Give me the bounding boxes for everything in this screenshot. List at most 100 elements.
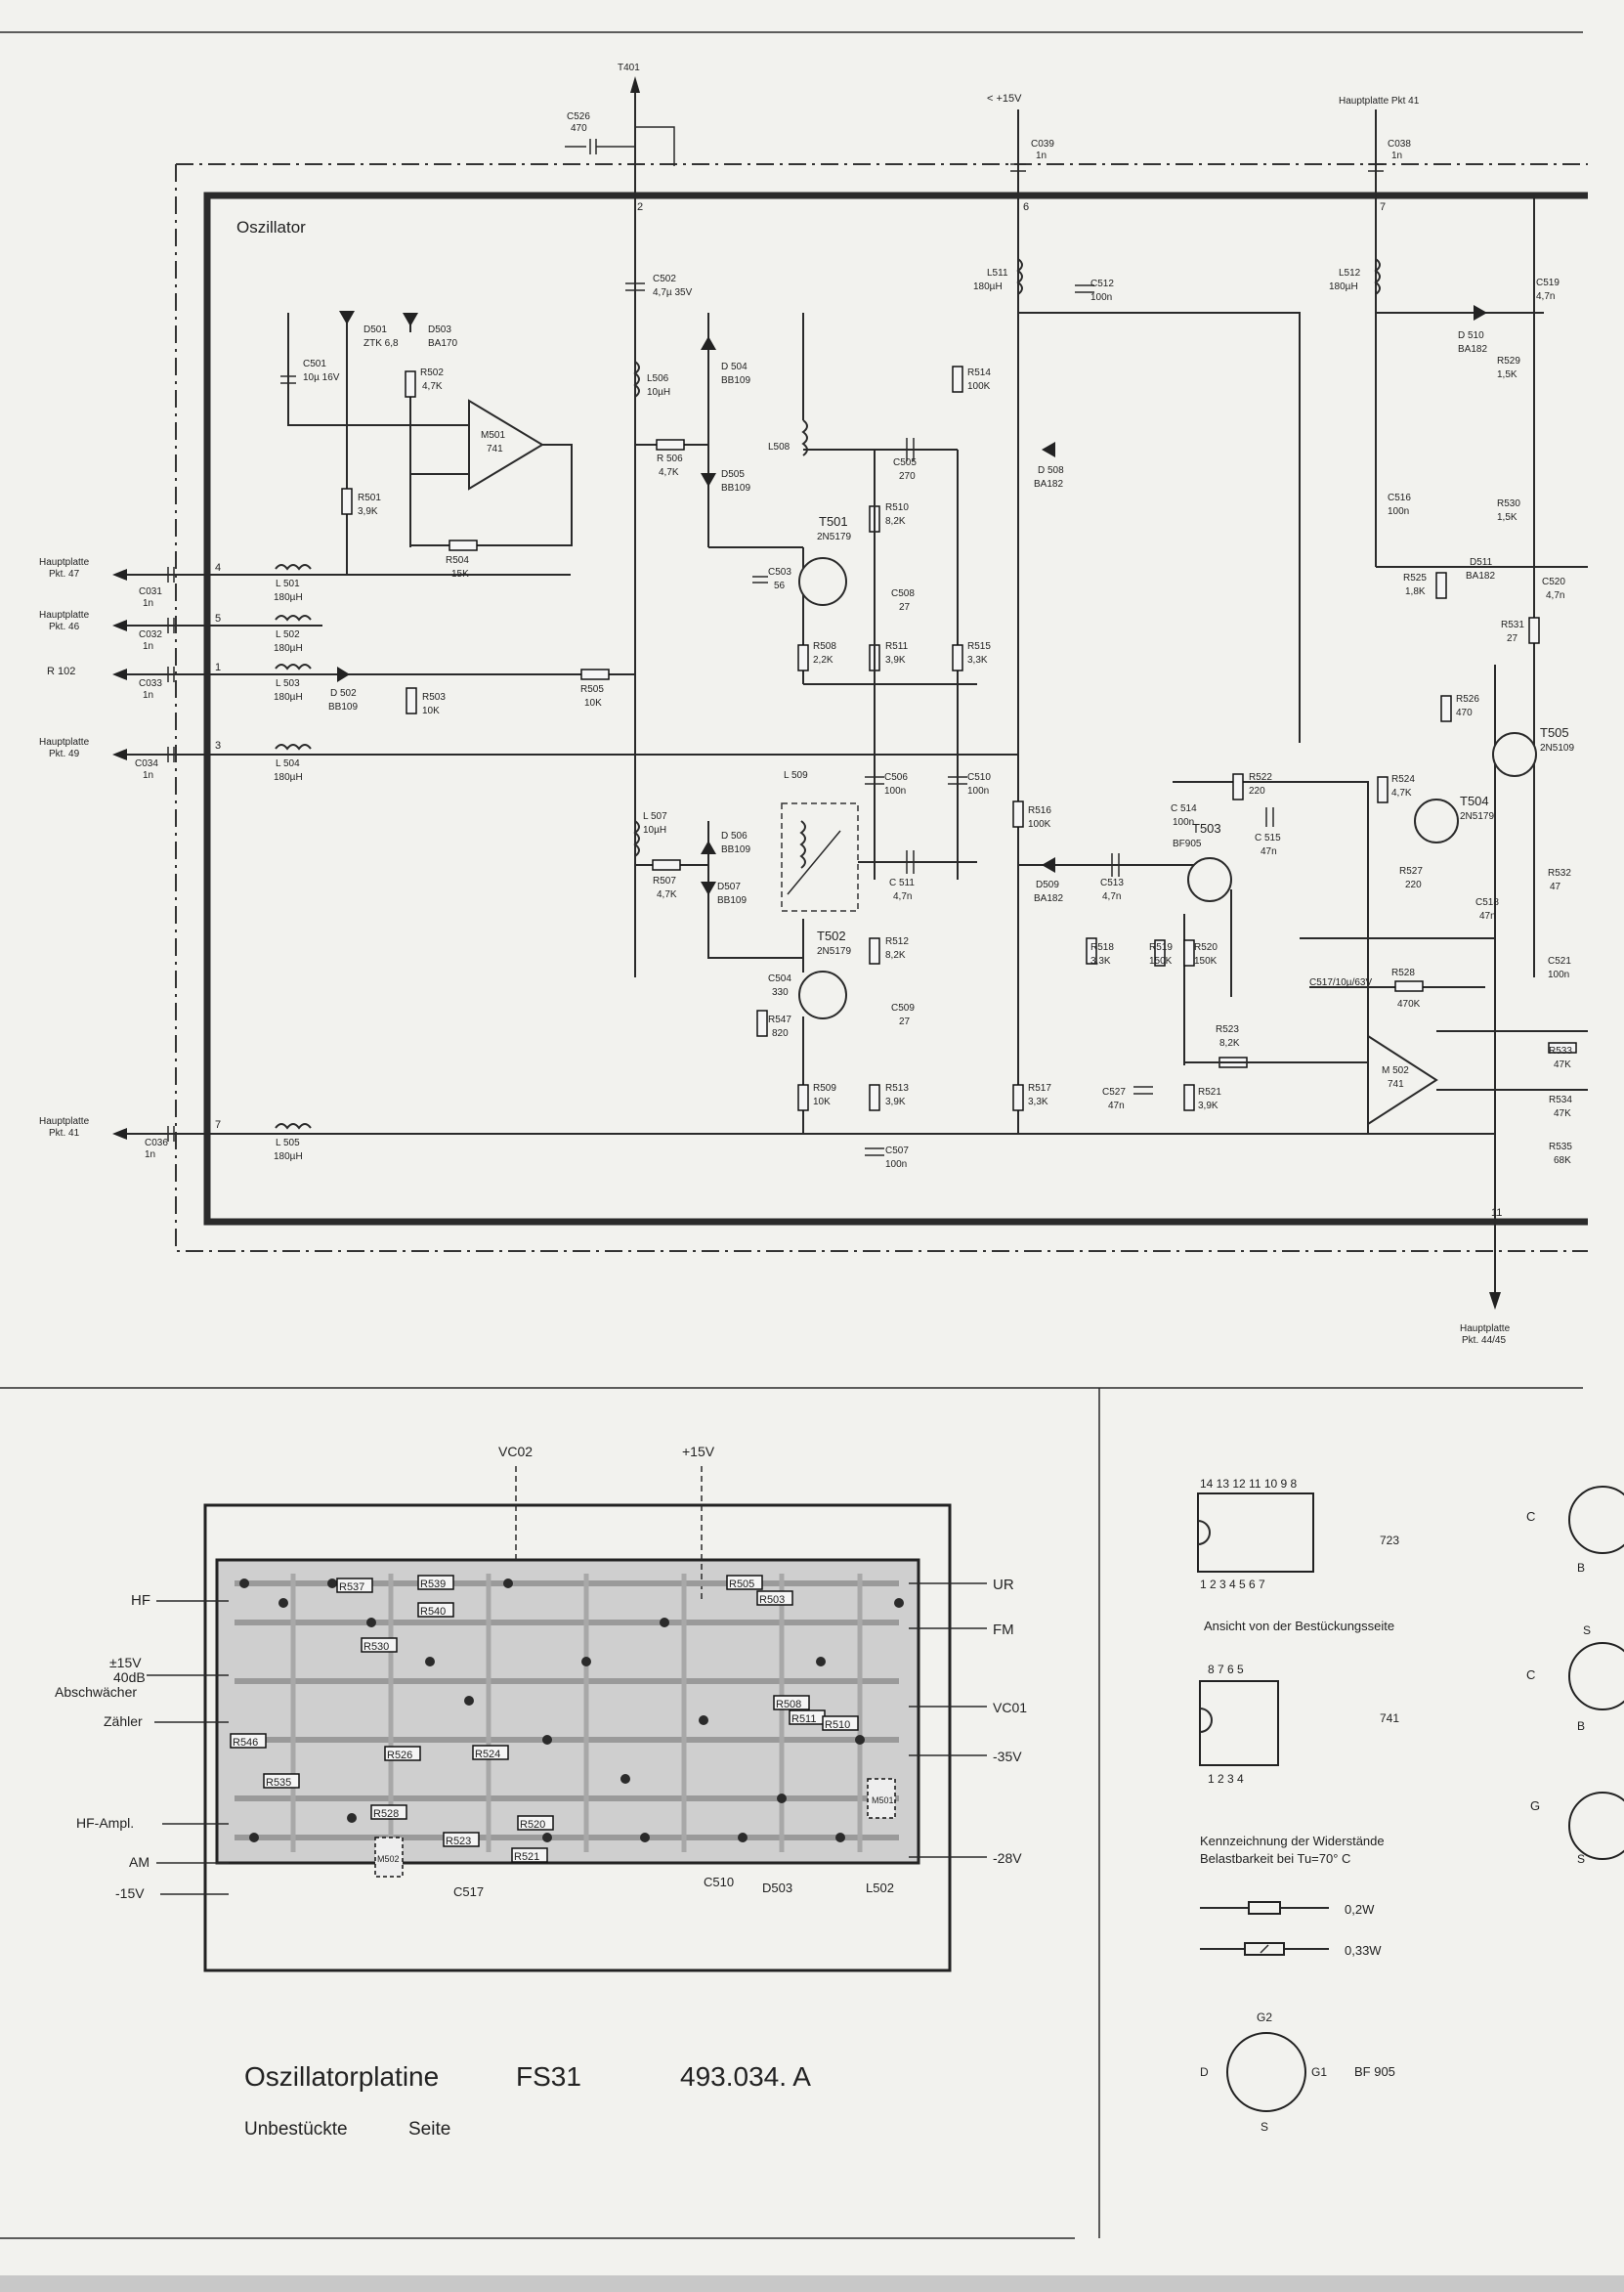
hp47-name: Hauptplatte [39,557,90,568]
svg-text:R521: R521 [514,1851,539,1863]
c032-label: C032 [139,629,162,640]
svg-text:R528: R528 [373,1808,399,1820]
hp41-pin: 7 [215,1119,221,1131]
t504-symbol [1414,799,1459,843]
value-c513: 4,7n [1102,891,1121,902]
value-r529: 1,5K [1497,369,1517,380]
right-stage-wiring [1375,195,1588,1031]
c510-symbol [948,776,967,785]
c033-value: 1n [143,690,153,701]
value-r508: 2,2K [813,655,833,666]
fet-pin-d: D [1200,2065,1209,2079]
value-c501: 10µ 16V [303,372,340,383]
value-c519: 4,7n [1536,291,1555,302]
transistor-pinout-3 [1568,1792,1624,1860]
label-l505: L 505 [276,1138,300,1148]
pcb-component-boxes: R537 R539 R540 R505 R503 R530 R508 R511 … [230,1575,896,1878]
label-c501: C501 [303,359,326,369]
value-m502: 741 [1388,1079,1404,1090]
d504-symbol [701,336,716,350]
resistor-02w-symbol [1248,1901,1281,1915]
c503-symbol [752,576,768,584]
label-c516: C516 [1388,493,1411,503]
label-c503: C503 [768,567,791,578]
ic14-pins-top: 14 13 12 11 10 9 8 [1200,1477,1298,1491]
value-c514: 100n [1173,817,1194,828]
value-t501: 2N5179 [817,532,851,542]
r514-symbol [952,366,963,393]
resistor-033w-symbol [1244,1942,1285,1956]
r524-symbol [1377,776,1389,803]
value-d501: ZTK 6,8 [363,338,399,349]
c034-value: 1n [143,770,153,781]
value-l502: 180µH [274,643,303,654]
c527-symbol [1133,1086,1153,1095]
label-d510: D 510 [1458,330,1484,341]
value-l505: 180µH [274,1151,303,1162]
ic14-pins-bottom: 1 2 3 4 5 6 7 [1200,1578,1265,1591]
svg-text:R523: R523 [446,1836,471,1847]
value-m501: 741 [487,444,503,454]
pcb-left-40db: 40dB [113,1669,146,1685]
value-c509: 27 [899,1016,911,1027]
pcb-label-vco2: VC02 [498,1444,533,1459]
label-d501: D501 [363,324,387,335]
label-c510: C510 [967,772,991,783]
label-c520: C520 [1542,577,1565,587]
svg-text:R511: R511 [791,1713,816,1725]
svg-text:M501: M501 [872,1795,894,1805]
c505-symbol [906,438,915,461]
svg-text:R520: R520 [520,1819,545,1831]
label-r547: R547 [768,1015,791,1025]
c036-label: C036 [145,1138,168,1148]
supply-rail [1017,195,1301,1134]
fet-name: BF 905 [1354,2064,1395,2079]
tr2-pin-c: C [1526,1667,1535,1682]
d505-symbol [701,473,716,487]
value-r514: 100K [967,381,991,392]
c511-symbol [906,850,915,874]
value-c508: 27 [899,602,911,613]
label-r515: R515 [967,641,991,652]
svg-text:R503: R503 [759,1594,785,1606]
c526-symbol [565,126,675,166]
pcb-mark-l502: L502 [866,1881,894,1895]
hp41-pkt: Pkt. 41 [49,1128,80,1139]
label-c526: C526 [567,111,590,122]
r521-symbol [1183,1084,1195,1111]
label-r509: R509 [813,1083,836,1094]
value-c520: 4,7n [1546,590,1564,601]
c031-value: 1n [143,598,153,609]
pin-7: 7 [1380,201,1386,213]
r528-symbol [1394,980,1424,992]
c512-symbol [1075,284,1094,293]
label-r525: R525 [1403,573,1427,584]
hp46-pkt: Pkt. 46 [49,622,80,632]
pcb-left-zaehler: Zähler [104,1713,143,1729]
svg-text:R537: R537 [339,1581,364,1593]
label-r524: R524 [1391,774,1415,785]
r508-symbol [797,644,809,671]
value-r505: 10K [584,698,602,709]
r516-symbol [1012,800,1024,828]
value-c515: 47n [1261,846,1277,857]
r506-symbol [656,439,685,451]
d510-symbol [1474,305,1487,321]
hp46-pin: 5 [215,613,221,625]
r533-symbol [1548,1042,1577,1054]
ic14-name: 723 [1380,1534,1399,1547]
pcb-pads [239,1578,904,1842]
tr1-pin-b: B [1577,1561,1585,1575]
value-r524: 4,7K [1391,788,1412,799]
pcb-right-28v: -28V [993,1850,1022,1866]
value-c521: 100n [1548,970,1569,980]
label-r507: R507 [653,876,676,887]
label-l512: L512 [1339,268,1361,279]
ic8-name: 741 [1380,1711,1399,1725]
l512-symbol [1374,258,1381,295]
label-d511: D511 [1470,557,1493,568]
left-connector-hp47: Hauptplatte Pkt. 47 C031 1n 4 [39,557,221,609]
label-c517: C517/10µ/63V [1309,977,1372,988]
hp46-name: Hauptplatte [39,610,90,621]
value-d505: BB109 [721,483,750,494]
